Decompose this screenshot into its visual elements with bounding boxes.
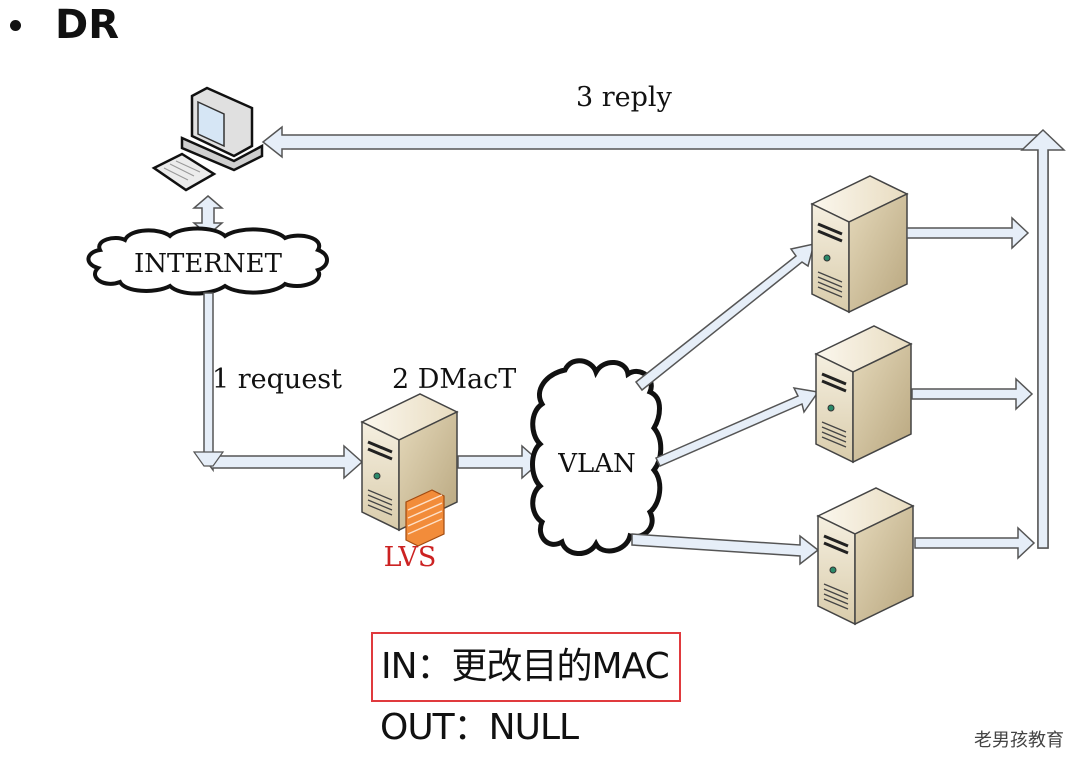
- slide-heading: DR: [6, 2, 119, 48]
- firewall-icon: [405, 489, 445, 547]
- internet-label: INTERNET: [134, 249, 283, 279]
- out-rule: OUT：NULL: [380, 707, 579, 748]
- real-server-2-icon: [814, 324, 913, 464]
- vlan-label: VLAN: [557, 449, 636, 479]
- step3-label: 3 reply: [576, 82, 673, 113]
- watermark: 老男孩教育: [974, 730, 1064, 751]
- request-arrow: [192, 292, 364, 480]
- vlan-cloud: VLAN: [530, 358, 664, 556]
- server1-reply-arrow: [906, 216, 1030, 250]
- reply-arrow: [261, 125, 1066, 549]
- real-server-3-icon: [816, 486, 915, 626]
- heading-title: DR: [55, 2, 120, 48]
- server3-reply-arrow: [914, 526, 1036, 560]
- vlan-server1-arrow: [634, 243, 816, 392]
- step1-label: 1 request: [212, 364, 342, 395]
- in-rule-highlight: IN：更改目的MAC: [371, 632, 681, 702]
- lvs-label: LVS: [384, 542, 437, 573]
- step2-label: 2 DMacT: [392, 364, 516, 395]
- vlan-server2-arrow: [654, 387, 820, 467]
- internet-cloud: INTERNET: [86, 226, 329, 296]
- vlan-server3-arrow: [631, 533, 820, 566]
- lvs-server-icon: [360, 392, 459, 547]
- real-server-1-icon: [810, 174, 909, 314]
- server2-reply-arrow: [911, 377, 1034, 411]
- client-computer-icon: [151, 86, 264, 192]
- lvs-vlan-arrow: [457, 444, 542, 480]
- bullet-icon: [10, 19, 21, 31]
